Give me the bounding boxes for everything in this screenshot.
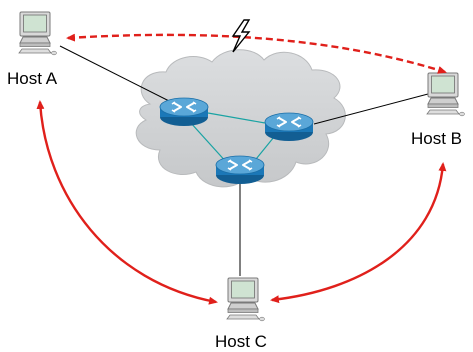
- router-2: [264, 112, 314, 142]
- flow-host-a-host-b-broken: [66, 33, 447, 74]
- router-1: [159, 97, 209, 127]
- flow-host-b-host-c: [270, 162, 447, 304]
- host-c-computer-icon: [226, 277, 265, 322]
- router-3: [215, 155, 265, 185]
- host-b-label: Host B: [411, 129, 462, 148]
- flow-host-a-host-c: [36, 100, 218, 305]
- host-a-label: Host A: [7, 69, 58, 88]
- host-b-computer-icon: [426, 72, 465, 117]
- host-c-label: Host C: [215, 332, 267, 351]
- host-a-computer-icon: [18, 11, 57, 56]
- link-router-2-host-b: [313, 93, 429, 125]
- lightning-icon: [231, 19, 251, 53]
